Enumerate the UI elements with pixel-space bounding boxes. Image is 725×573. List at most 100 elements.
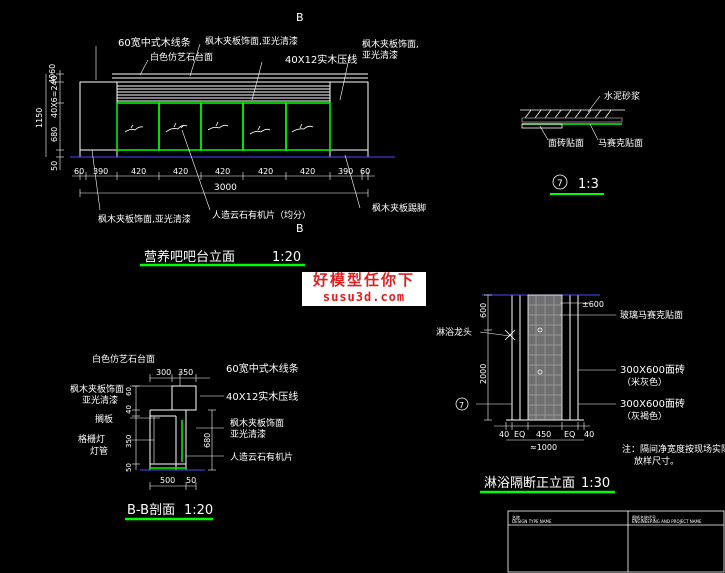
dim-b-0: 60 — [74, 167, 84, 176]
bb-dim-left-50: 50 — [125, 463, 133, 472]
shower-dim-b-0: 40 — [499, 430, 509, 439]
shower-dim-b-3: EQ — [564, 430, 575, 439]
section-marker-top: B — [296, 11, 304, 24]
section-bb-drawing — [140, 385, 205, 471]
shower-note-1: 注：隔间净宽度按现场实际 — [622, 443, 725, 455]
dim-b-2: 420 — [131, 167, 146, 176]
label-tile-2: 300X600面砖 — [620, 397, 685, 410]
dim-v-680: 680 — [50, 127, 59, 142]
section-bb-dims — [130, 372, 224, 490]
title-block-cell-3: 图纸名称代号 — [632, 514, 656, 520]
shower-dim-total: ≈1000 — [530, 443, 557, 452]
front-leaders — [91, 43, 361, 211]
dim-v-1150: 1150 — [35, 108, 44, 128]
label-tile-1: 300X600面砖 — [620, 363, 685, 376]
front-elevation-title: 营养吧吧台立面 — [144, 249, 235, 265]
bb-label-shelf: 搁板 — [95, 413, 113, 425]
dim-total-3000: 3000 — [214, 183, 237, 193]
shower-dim-2000: 2000 — [479, 364, 488, 384]
label-kick-panel: 枫木夹板踢脚 — [372, 202, 426, 214]
section-bb-green — [150, 420, 186, 469]
bb-dim-bottom-500: 500 — [160, 476, 175, 485]
shower-dim-600: 600 — [479, 303, 488, 318]
watermark-line-2: susu3d.com — [322, 290, 406, 304]
bb-section-title: B-B剖面 — [127, 503, 175, 518]
label-glass-mosaic: 玻璃马赛克贴面 — [620, 309, 683, 321]
shower-dim-b-1: EQ — [514, 430, 525, 439]
dim-b-1: 390 — [93, 167, 108, 176]
label-mosaic-face: 马赛克贴面 — [598, 137, 643, 149]
bb-label-veneer-right-1: 枫木夹板饰面 — [230, 417, 284, 429]
shower-head — [504, 327, 543, 375]
dim-v-40: 40 — [48, 74, 57, 84]
dim-b-7: 390 — [338, 167, 353, 176]
shower-detail-marker-circle — [455, 397, 469, 411]
dim-v-50: 50 — [50, 161, 59, 171]
label-marble-top: 白色仿艺石台面 — [150, 51, 213, 63]
shower-note-2: 放样尺寸。 — [634, 455, 679, 467]
branch-ornaments — [124, 121, 314, 135]
bb-label-veneer-left-1: 枫木夹板饰面 — [70, 383, 124, 395]
dim-v-60: 60 — [48, 64, 57, 74]
label-veneer-right-2: 亚光清漆 — [362, 49, 398, 61]
label-wood-strip: 60宽中式木线条 — [118, 36, 191, 49]
shower-mosaic-dots — [528, 295, 562, 420]
bb-dim-top-350: 350 — [178, 368, 193, 377]
bb-dim-left-40: 40 — [125, 405, 133, 414]
shower-dim-top-right: ±600 — [582, 300, 604, 309]
front-elevation — [70, 73, 395, 158]
shower-drawing — [482, 294, 600, 421]
label-tile-1-sub: （米灰色） — [622, 376, 667, 388]
detail-7-scale: 1:3 — [578, 177, 599, 192]
shower-title: 淋浴隔断正立面 — [484, 476, 575, 491]
shower-dim-b-2: 450 — [536, 430, 551, 439]
label-veneer-top: 枫木夹板饰面,亚光清漆 — [205, 35, 298, 47]
front-elevation-scale: 1:20 — [272, 250, 301, 265]
bb-label-light-1: 格栅灯 — [78, 433, 105, 445]
dim-v-240: 40X6=240 — [50, 75, 59, 118]
bb-dim-right-680: 680 — [203, 433, 212, 448]
dim-b-3: 420 — [173, 167, 188, 176]
title-block-cell-2: DESIGN TYPE NAME — [512, 519, 552, 524]
title-block — [507, 510, 725, 573]
bb-dim-top-300: 300 — [156, 368, 171, 377]
bb-label-wood-strip: 60宽中式木线条 — [226, 362, 299, 375]
detail-7 — [520, 95, 625, 195]
bb-label-press-strip: 40X12实木压线 — [226, 390, 298, 403]
watermark-box — [302, 272, 426, 306]
label-press-strip: 40X12实木压线 — [285, 53, 357, 66]
front-stone-panels — [116, 102, 331, 151]
label-shower-head: 淋浴龙头 — [436, 326, 472, 338]
label-veneer-bottom-left: 枫木夹板饰面,亚光清漆 — [98, 213, 191, 225]
section-marker-bottom: B — [296, 222, 304, 235]
bb-dim-bottom-50: 50 — [186, 476, 196, 485]
bb-label-veneer-right-2: 亚光清漆 — [230, 428, 266, 440]
bb-label-veneer-left-2: 亚光清漆 — [82, 394, 118, 406]
detail-7-marker: 7 — [557, 179, 563, 189]
label-cement-mortar: 水泥砂浆 — [604, 90, 640, 102]
shower-dim-b-4: 40 — [584, 430, 594, 439]
bb-label-stone-panel: 人造云石有机片 — [230, 451, 293, 463]
label-stone-panel: 人造云石有机片（均分） — [212, 209, 311, 221]
front-dimensions — [45, 70, 375, 197]
label-veneer-right-1: 枫木夹板饰面, — [362, 38, 419, 50]
shower-scale: 1:30 — [581, 476, 610, 491]
dim-b-4: 420 — [215, 167, 230, 176]
label-tile-face: 面砖贴面 — [548, 137, 584, 149]
label-tile-2-sub: （灰褐色） — [622, 410, 667, 422]
bb-dim-left-60: 60 — [125, 387, 133, 396]
title-block-cell-1: 名称 — [512, 514, 520, 520]
dim-b-5: 420 — [258, 167, 273, 176]
bb-label-marble-top: 白色仿艺石台面 — [92, 353, 155, 365]
dim-b-6: 420 — [300, 167, 315, 176]
shower-detail-marker: 7 — [459, 401, 464, 410]
dim-b-8: 60 — [360, 167, 370, 176]
title-block-cell-4: ENGINEERING AND PROJECT NAME — [632, 519, 702, 524]
watermark-line-1: 好模型任你下 — [312, 271, 415, 289]
shower-dims — [476, 294, 616, 441]
bb-dim-left-350: 350 — [125, 435, 133, 448]
bb-label-light-2: 灯管 — [90, 445, 108, 457]
bb-section-scale: 1:20 — [184, 503, 213, 518]
